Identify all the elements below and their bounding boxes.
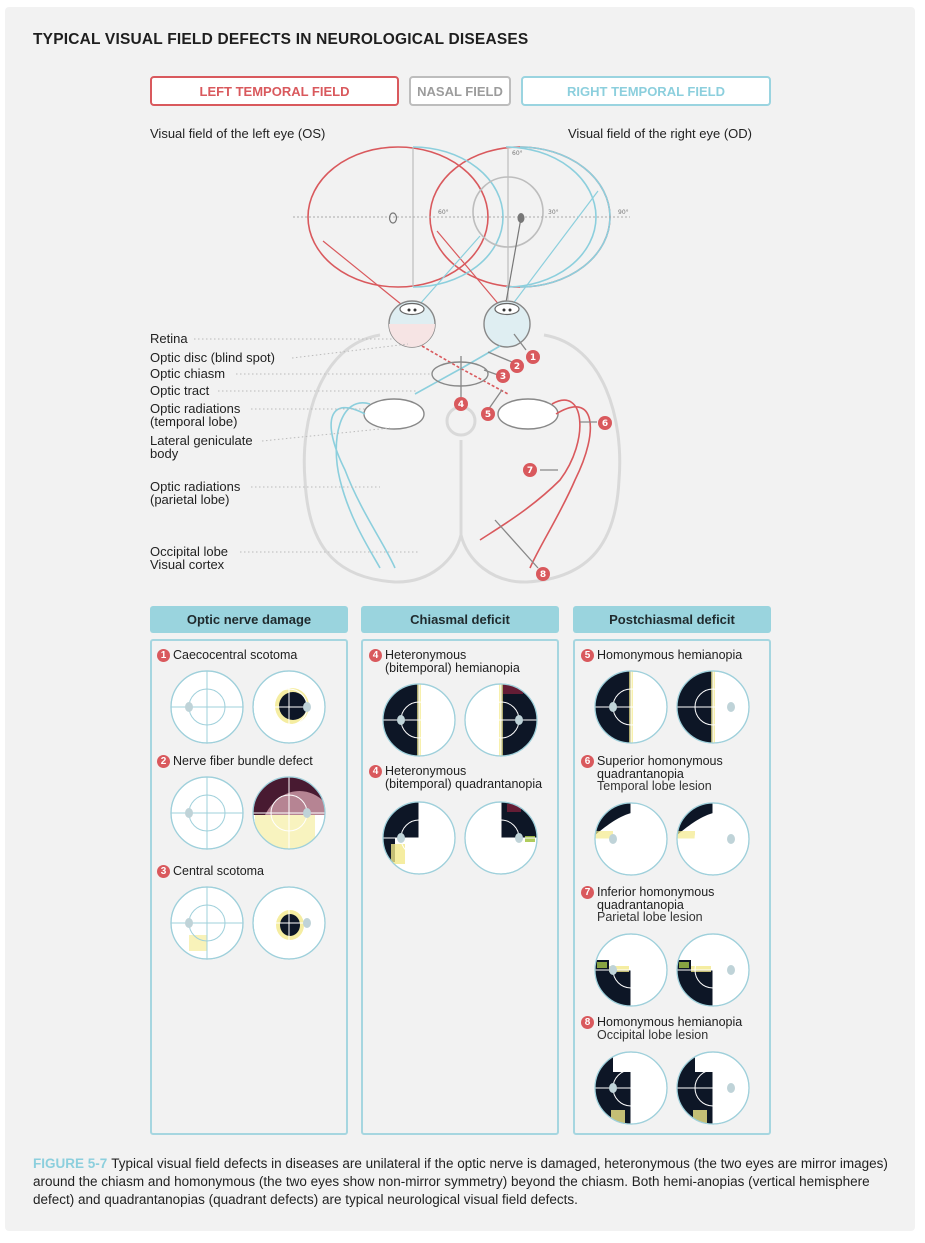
lesion-arrows [460, 333, 597, 569]
label-optic-radiations-temporal: Optic radiations (temporal lobe) [150, 401, 241, 429]
left-optic-radiation [330, 406, 396, 569]
marker-7: 7 [523, 463, 537, 477]
marker-6: 6 [598, 416, 612, 430]
right-eyeball [483, 300, 531, 348]
defect-homonymous-hemianopia: 5 Homonymous hemianopia [581, 649, 742, 662]
marker-5: 5 [481, 407, 495, 421]
marker-3: 3 [496, 369, 510, 383]
marker-2: 2 [510, 359, 524, 373]
left-lgb [363, 398, 425, 430]
field-plot-homonymous-left [594, 670, 668, 744]
leader-lines [194, 338, 432, 553]
marker-1: 1 [526, 350, 540, 364]
degree-90: 90° [618, 209, 629, 216]
visual-pathway-diagram: 60° 60° 30° 90° [194, 146, 630, 584]
svg-text:7: 7 [527, 466, 533, 476]
svg-text:1: 1 [530, 353, 536, 363]
caption-text: Typical visual field defects in diseases… [33, 1156, 888, 1207]
field-plot-central-left [170, 886, 244, 960]
right-lens [494, 302, 520, 316]
right-eye-field-label: Visual field of the right eye (OD) [568, 126, 753, 141]
panel-header-chiasmal-deficit: Chiasmal deficit [361, 606, 559, 633]
right-optic-radiation [529, 406, 592, 569]
label-optic-disc: Optic disc (blind spot) [150, 350, 275, 365]
defect-nerve-fiber-bundle: 2 Nerve fiber bundle defect [157, 755, 313, 768]
svg-text:5: 5 [485, 410, 491, 420]
defect-caecocentral-scotoma: 1 Caecocentral scotoma [157, 649, 297, 662]
degree-60-top: 60° [512, 150, 523, 157]
field-plot-nerve-fiber-right [252, 776, 326, 850]
marker-4: 4 [454, 397, 468, 411]
legend-left-temporal-field: LEFT TEMPORAL FIELD [150, 76, 399, 106]
field-plot-bitemporal-hemianopia-left [382, 683, 456, 757]
svg-text:6: 6 [602, 419, 608, 429]
field-plot-caecocentral-left [170, 670, 244, 744]
svg-text:8: 8 [540, 570, 546, 580]
label-optic-radiations-parietal: Optic radiations (parietal lobe) [150, 479, 241, 507]
left-eye-field-label: Visual field of the left eye (OS) [150, 126, 326, 141]
left-blind-spot [388, 212, 398, 224]
field-plot-caecocentral-right [252, 670, 326, 744]
marker-8: 8 [536, 567, 550, 581]
defect-bitemporal-quadrantanopia: 4 Heteronymous (bitemporal) quadrantanop… [369, 765, 542, 790]
figure-title: TYPICAL VISUAL FIELD DEFECTS IN NEUROLOG… [33, 31, 529, 48]
field-plot-homonymous-right [676, 670, 750, 744]
label-optic-chiasm: Optic chiasm [150, 366, 226, 381]
field-plot-bitemporal-hemianopia-right [464, 683, 538, 757]
label-optic-tract: Optic tract [150, 383, 210, 398]
svg-text:2: 2 [514, 362, 520, 372]
degree-60-mid: 60° [438, 209, 449, 216]
panel-header-postchiasmal-deficit: Postchiasmal deficit [573, 606, 771, 633]
field-plot-bitemporal-quadrant-right [464, 801, 538, 875]
left-lens [399, 302, 425, 316]
optic-chiasm-shape [431, 361, 489, 387]
field-plot-bitemporal-quadrant-left [382, 801, 456, 875]
label-lateral-geniculate-body: Lateral geniculate body [150, 433, 253, 461]
svg-text:3: 3 [500, 372, 506, 382]
defect-bitemporal-hemianopia: 4 Heteronymous (bitemporal) hemianopia [369, 649, 520, 674]
field-plot-inferior-quad-left [594, 933, 668, 1007]
field-plot-inferior-quad-right [676, 933, 750, 1007]
legend-right-temporal-field: RIGHT TEMPORAL FIELD [521, 76, 771, 106]
label-retina: Retina [150, 331, 188, 346]
right-lgb [497, 398, 559, 430]
svg-text:4: 4 [458, 400, 464, 410]
defect-central-scotoma: 3 Central scotoma [157, 865, 264, 878]
panel-header-optic-nerve-damage: Optic nerve damage [150, 606, 348, 633]
field-plot-nerve-fiber-left [170, 776, 244, 850]
field-plot-occipital-left [594, 1051, 668, 1125]
legend-nasal-field: NASAL FIELD [409, 76, 511, 106]
defect-superior-quadrantanopia: 6 Superior homonymous quadrantanopia Tem… [581, 755, 723, 793]
defect-occipital-hemianopia: 8 Homonymous hemianopia Occipital lobe l… [581, 1016, 742, 1041]
defect-inferior-quadrantanopia: 7 Inferior homonymous quadrantanopia Par… [581, 886, 714, 924]
field-plot-occipital-right [676, 1051, 750, 1125]
field-plot-superior-quad-right [676, 802, 750, 876]
field-plot-superior-quad-left [594, 802, 668, 876]
field-plot-central-right [252, 886, 326, 960]
label-occipital-lobe: Occipital lobe Visual cortex [150, 544, 229, 572]
figure-number: FIGURE 5-7 [33, 1156, 108, 1171]
degree-30: 30° [548, 209, 559, 216]
left-eye-temporal-field [307, 146, 489, 288]
